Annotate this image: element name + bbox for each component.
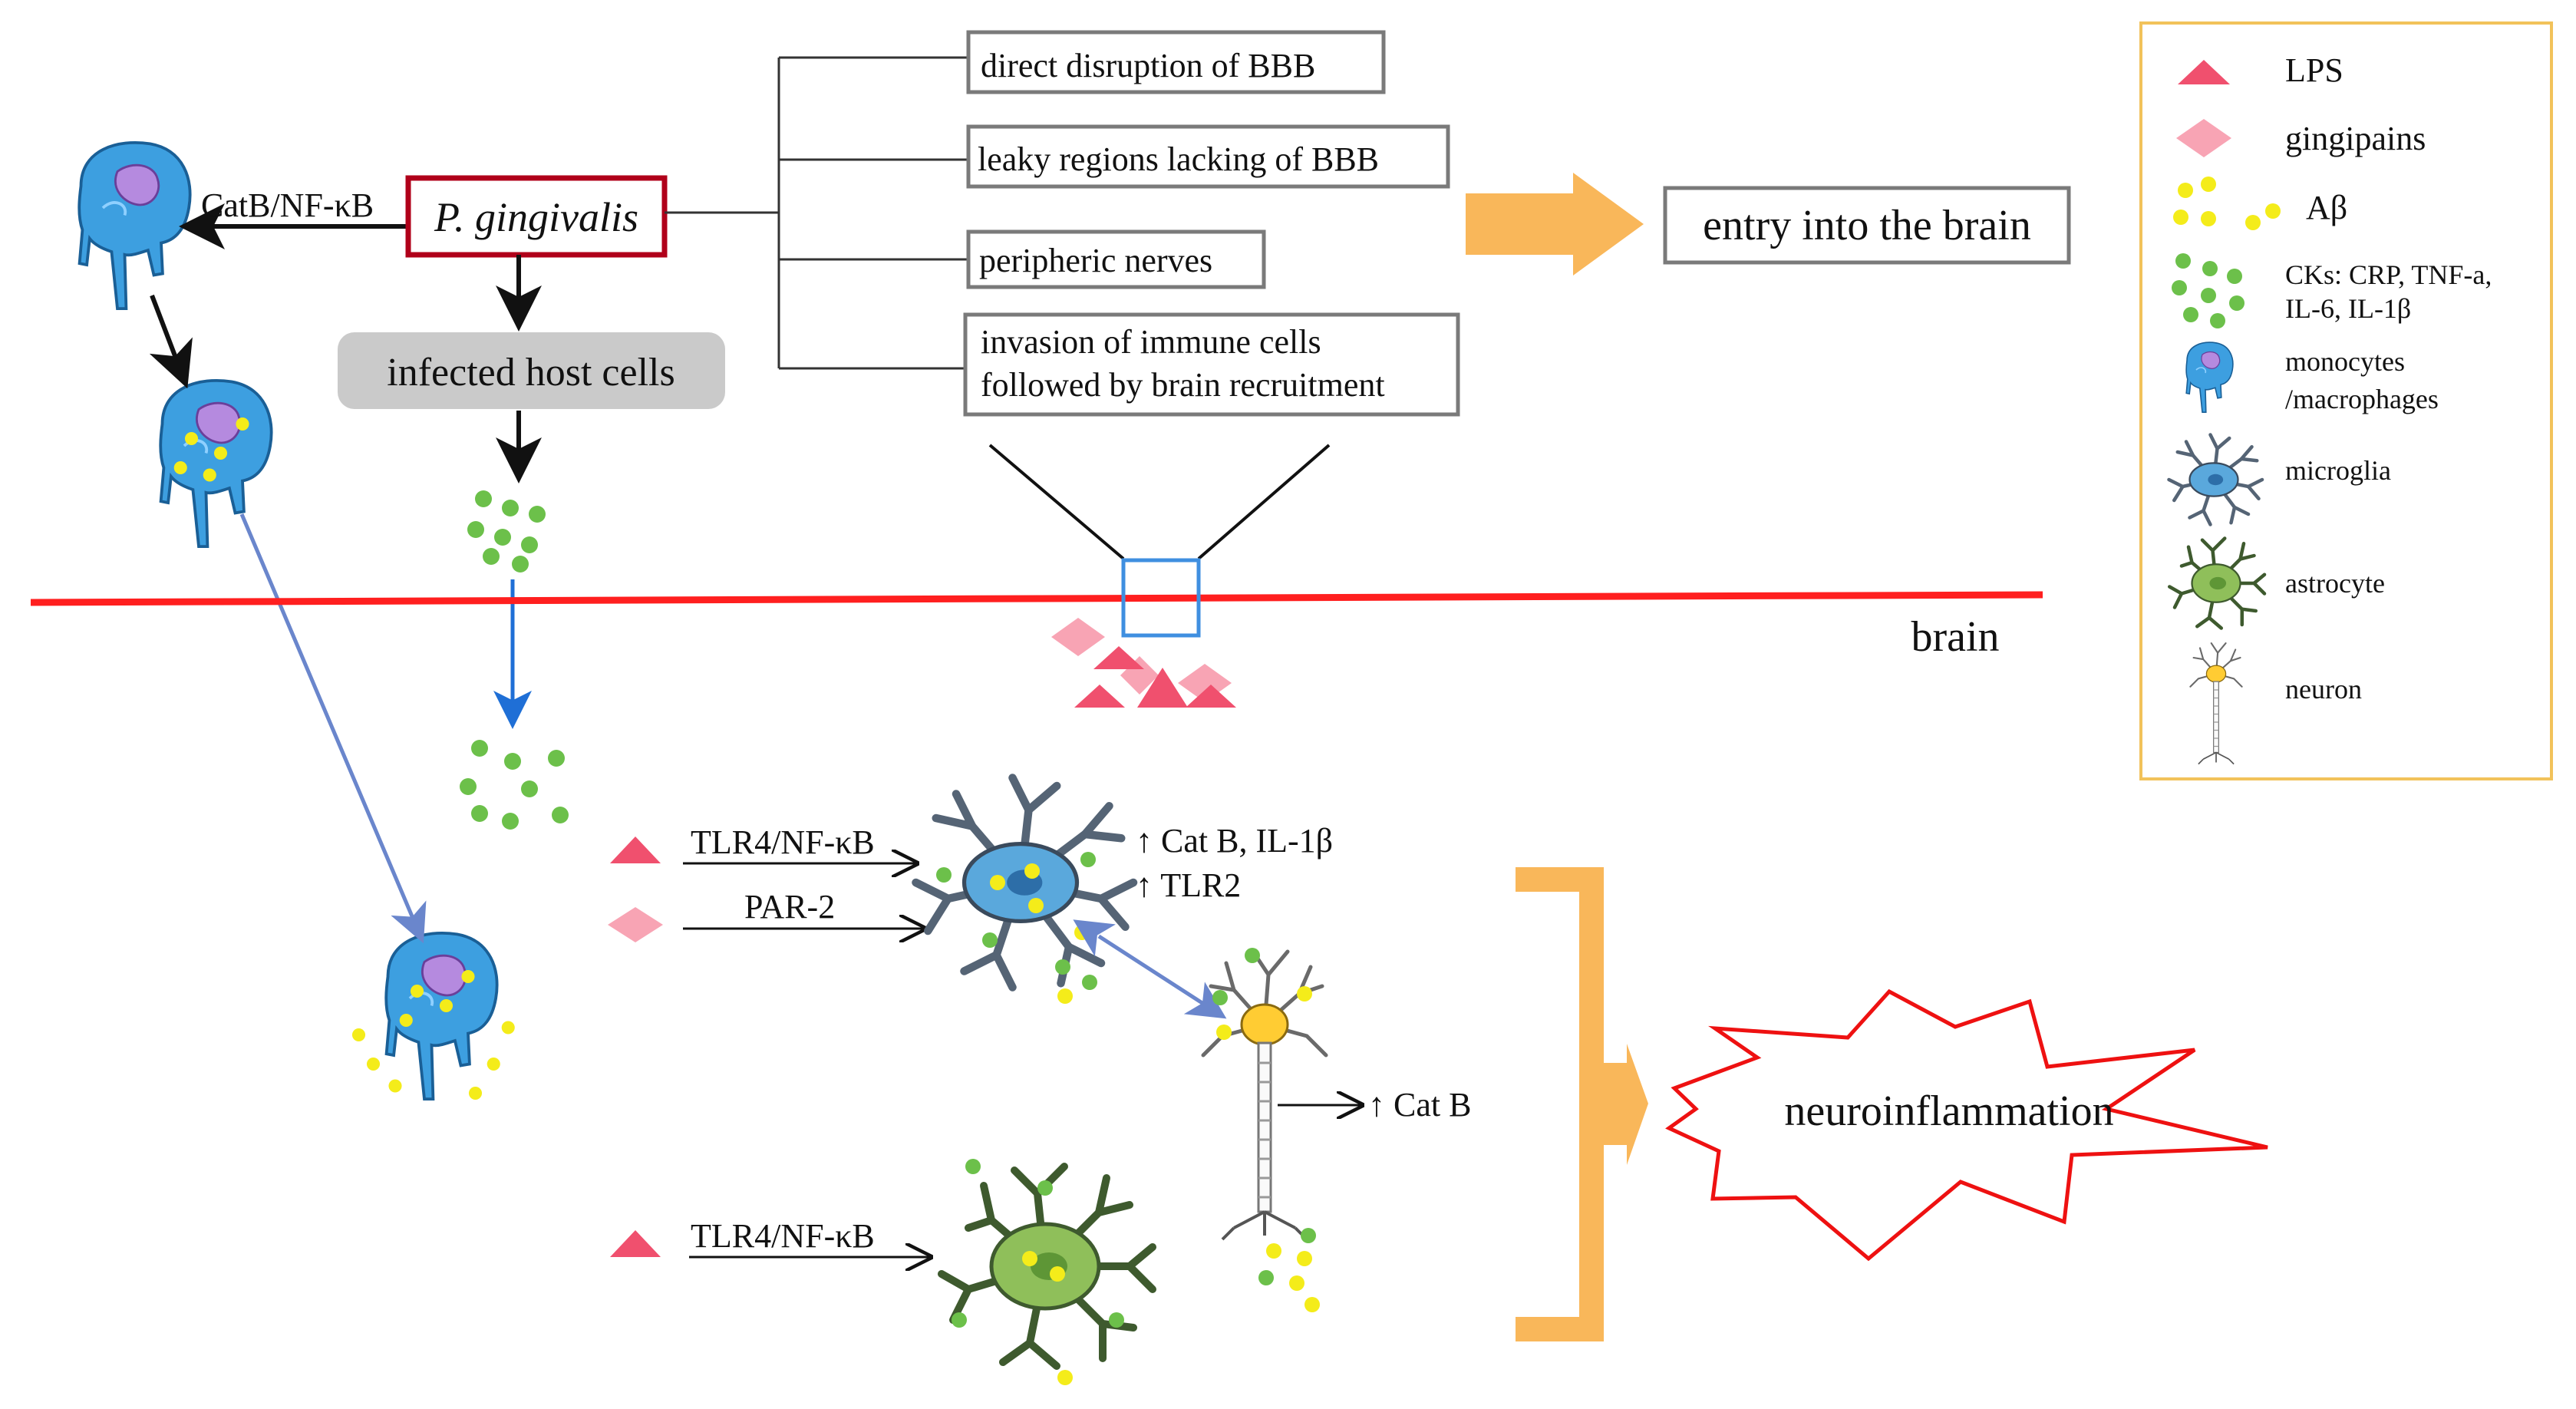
legend-item-neuron: neuron	[2189, 642, 2362, 765]
route-leaky-regions: leaky regions lacking of BBB	[966, 124, 1450, 189]
zoom-line-left	[988, 444, 1125, 560]
lps-gingipain-cluster	[1051, 618, 1236, 708]
neuron-particles	[1212, 948, 1312, 1040]
neuron-effect-label: ↑ Cat B	[1368, 1086, 1471, 1124]
svg-text:monocytes: monocytes	[2285, 346, 2405, 377]
svg-text:direct disruption of BBB: direct disruption of BBB	[981, 47, 1315, 84]
microglia-cell	[916, 778, 1134, 988]
legend-item-cytokines: CKs: CRP, TNF-a, IL-6, IL-1β	[2172, 253, 2492, 328]
legend: LPS gingipains Aβ CKs: CRP, TNF-a, IL-6,…	[2139, 21, 2553, 780]
svg-text:peripheric nerves: peripheric nerves	[979, 242, 1212, 279]
neuroinflammation-label: neuroinflammation	[1784, 1087, 2113, 1135]
svg-text:gingipains: gingipains	[2285, 120, 2426, 157]
brain-barrier-line	[30, 591, 2043, 606]
route-immune-invasion: invasion of immune cells followed by bra…	[963, 312, 1460, 417]
tlr4-microglia-label: TLR4/NF-κB	[691, 823, 875, 861]
host-cells-label: infected host cells	[387, 351, 675, 394]
legend-item-abeta: Aβ	[2173, 177, 2347, 230]
lps-triangle-icon	[610, 836, 661, 863]
legend-item-monocytes: monocytes /macrophages	[2185, 342, 2439, 414]
route-arrow-icon	[1466, 173, 1644, 276]
arrow-monocyte-migration	[239, 513, 427, 944]
svg-text:leaky regions lacking of BBB: leaky regions lacking of BBB	[978, 140, 1379, 178]
par2-label: PAR-2	[744, 888, 835, 926]
astrocyte-cell	[942, 1166, 1153, 1366]
gingipain-diamond-icon	[2176, 119, 2231, 157]
cytokine-cluster-periphery	[467, 490, 546, 573]
routes-bracket	[665, 56, 968, 370]
svg-text:invasion of immune cells: invasion of immune cells	[981, 323, 1321, 361]
arrow-microglia-neuron	[1073, 919, 1227, 1019]
svg-text:neuron: neuron	[2285, 674, 2362, 704]
astrocyte-particles	[952, 1159, 1124, 1385]
host-cells-box: infected host cells	[338, 332, 725, 409]
legend-item-lps: LPS	[2178, 51, 2343, 89]
arrow-monocyte-down	[149, 294, 193, 389]
route-peripheric-nerves: peripheric nerves	[966, 229, 1266, 289]
cytokine-cluster-brain	[460, 740, 569, 830]
pathogen-label: P. gingivalis	[434, 194, 638, 240]
pathogen-box: P. gingivalis	[405, 175, 668, 258]
bbb-zoom-box	[1121, 558, 1201, 638]
microglia-effect-catb: ↑ Cat B, IL-1β	[1136, 822, 1333, 860]
svg-text:LPS: LPS	[2285, 51, 2343, 89]
legend-item-astrocyte: astrocyte	[2169, 539, 2385, 629]
zoom-line-right	[1197, 444, 1331, 560]
svg-text:IL-6, IL-1β: IL-6, IL-1β	[2285, 293, 2411, 324]
legend-item-microglia: microglia	[2169, 435, 2391, 525]
monocyte-brain	[351, 931, 515, 1100]
lps-triangle-icon	[2178, 60, 2230, 84]
gingipain-diamond-icon	[608, 907, 663, 942]
svg-text:astrocyte: astrocyte	[2285, 568, 2385, 599]
monocyte-top	[78, 140, 192, 311]
svg-text:Aβ: Aβ	[2306, 189, 2347, 226]
route-direct-disruption: direct disruption of BBB	[966, 30, 1386, 94]
svg-text:followed by brain recruitment: followed by brain recruitment	[981, 366, 1385, 404]
svg-text:/macrophages: /macrophages	[2285, 384, 2439, 414]
entry-result-box: entry into the brain	[1663, 186, 2071, 265]
brain-label: brain	[1911, 613, 1999, 661]
cytokine-dots-icon	[2172, 253, 2245, 328]
svg-text:entry into the brain: entry into the brain	[1703, 202, 2031, 249]
neuron-lower-particles	[1258, 1228, 1320, 1312]
legend-item-gingipains: gingipains	[2176, 119, 2426, 157]
neuroinflammation-starburst	[1665, 988, 2268, 1262]
lps-triangle-astro-icon	[610, 1230, 661, 1257]
svg-text:CKs: CRP, TNF-a,: CKs: CRP, TNF-a,	[2285, 259, 2492, 290]
svg-text:microglia: microglia	[2285, 455, 2391, 486]
abeta-dots-icon	[2173, 177, 2281, 230]
convergence-bracket	[1516, 867, 1648, 1341]
monocyte-loaded	[159, 378, 273, 548]
catb-nfkb-label: CatB/NF-κB	[201, 186, 374, 224]
tlr4-astrocyte-label: TLR4/NF-κB	[691, 1217, 875, 1255]
microglia-effect-tlr2: ↑ TLR2	[1136, 866, 1241, 904]
